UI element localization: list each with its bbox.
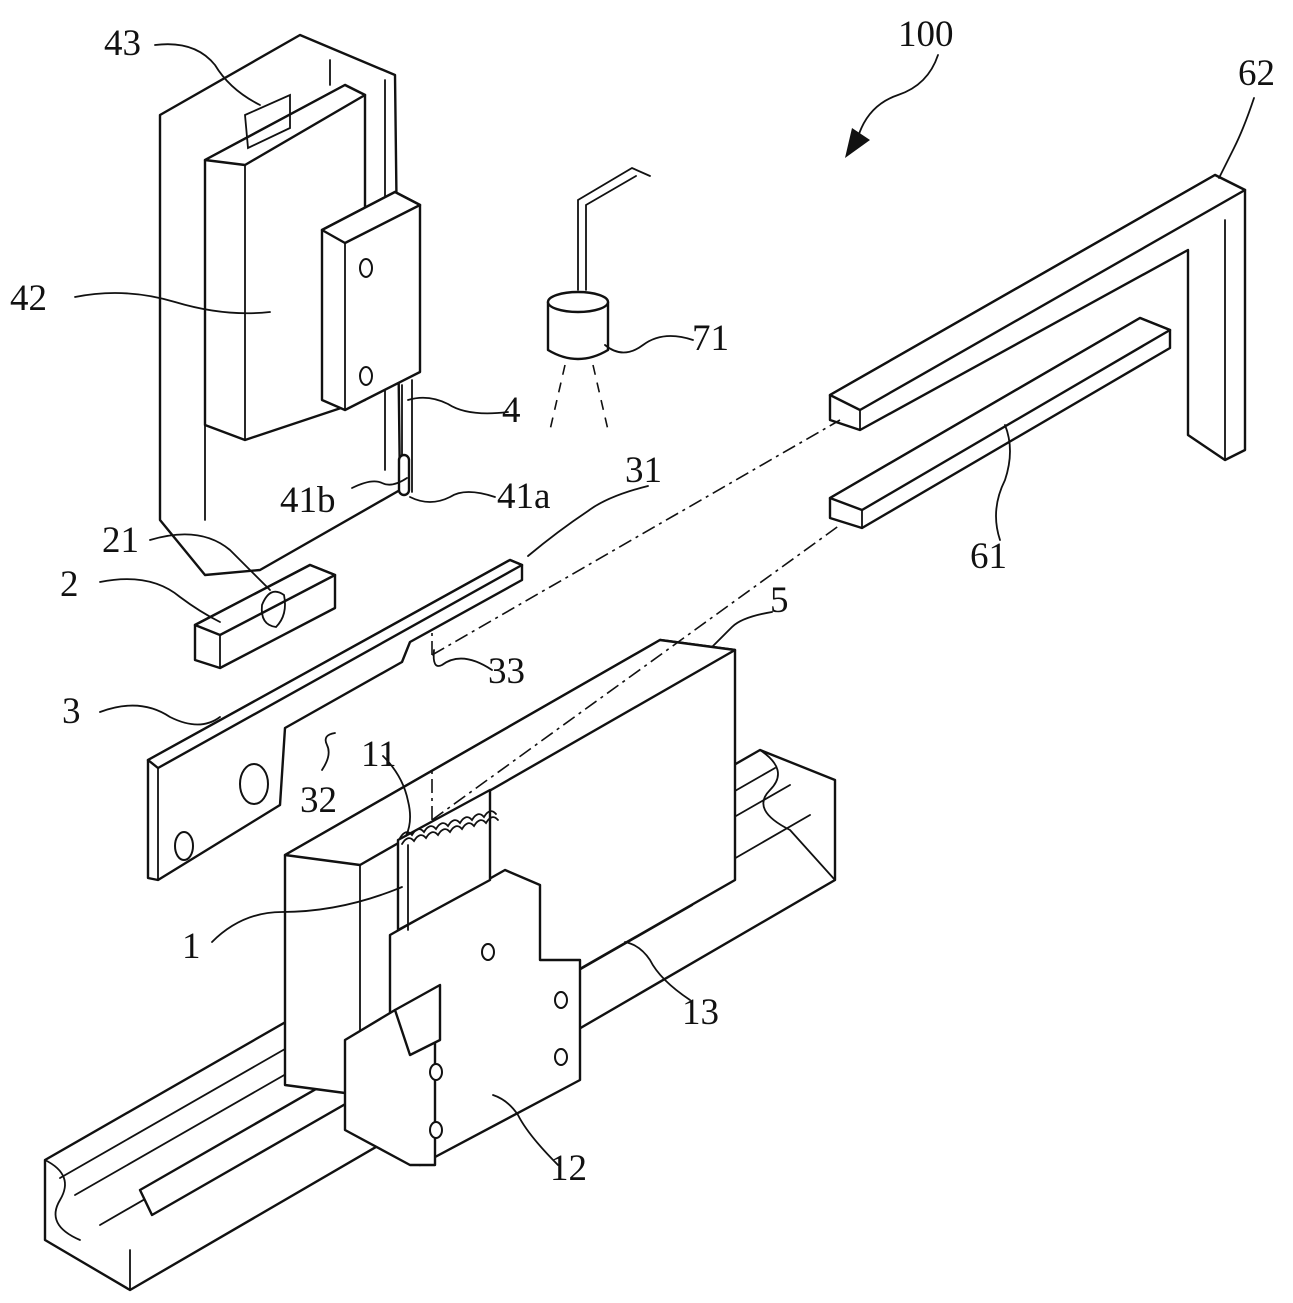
label-41a: 41a [497,476,550,517]
label-42: 42 [10,278,47,319]
light-source-71 [546,166,651,431]
label-61: 61 [970,536,1007,577]
spring-11 [399,810,499,845]
label-33: 33 [488,651,525,692]
pins-41 [397,379,413,497]
plate-1 [396,788,492,932]
assembly-arrow [845,54,939,158]
label-41b: 41b [280,480,336,521]
label-12: 12 [550,1148,587,1189]
clamp-plate-4 [320,190,422,412]
label-3: 3 [62,691,81,732]
label-11: 11 [361,734,397,775]
frame-62 [828,173,1247,462]
label-31: 31 [625,450,662,491]
label-43: 43 [104,23,141,64]
label-5: 5 [770,580,789,621]
plate-3 [146,558,524,882]
label-62: 62 [1238,53,1275,94]
label-2: 2 [60,564,79,605]
label-100: 100 [898,14,954,55]
label-21: 21 [102,520,139,561]
bar-61 [828,316,1172,530]
label-32: 32 [300,780,337,821]
leader-lines [74,43,1255,1166]
reference-labels: 100 43 42 4 41a 41b 71 62 61 31 21 2 33 … [10,14,1275,1189]
label-13: 13 [682,992,719,1033]
label-71: 71 [692,318,729,359]
carriage-12 [343,868,582,1167]
label-4: 4 [502,390,521,431]
block-2 [193,563,337,670]
label-1: 1 [182,926,201,967]
projection-lines [431,419,841,821]
